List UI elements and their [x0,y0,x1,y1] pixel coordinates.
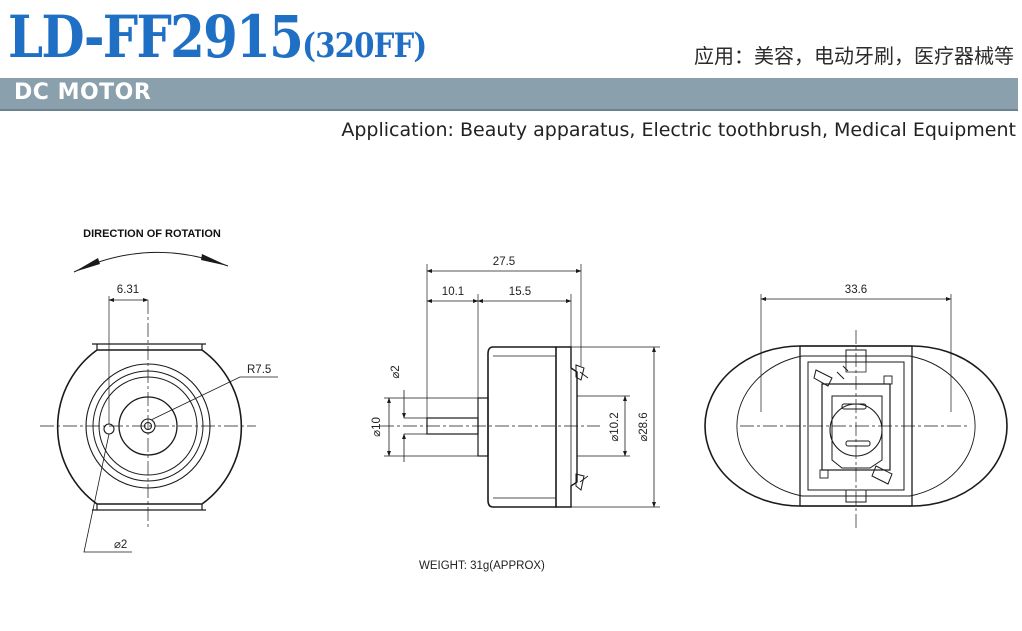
category-label: DC MOTOR [14,80,152,105]
dim-shaft-length: 10.1 [442,286,464,298]
rotation-label: DIRECTION OF ROTATION [83,228,221,240]
dim-offset: 6.31 [117,284,139,296]
dim-inner-dia: ⌀10.2 [609,412,621,441]
rear-view: 33.6 [704,284,1008,530]
model-suffix: (320FF) [302,26,427,66]
side-view: 27.5 10.1 15.5 ⌀2 ⌀10 ⌀10.2 ⌀28.6 WEIGHT… [371,256,660,572]
application-chinese: 应用：美容，电动牙刷，医疗器械等 [694,44,1014,68]
dim-radius: R7.5 [247,364,271,376]
rotation-arrow-right [201,254,228,266]
model-title: LD-FF2915(320FF) [8,2,427,81]
bearing-boss [477,397,489,457]
weight-label: WEIGHT: 31g(APPROX) [419,560,545,572]
terminal-bottom [845,440,871,447]
front-view: DIRECTION OF ROTATION 6.31 R7.5 ⌀2 [40,228,278,553]
dim-body-dia: ⌀28.6 [638,412,650,441]
motor-body [487,346,557,508]
dim-hole: ⌀2 [114,539,127,551]
dim-body-length: 15.5 [509,286,531,298]
end-cap [556,346,578,508]
terminal-top [841,403,867,410]
dim-total-length: 27.5 [493,256,515,268]
category-band: DC MOTOR [0,78,1018,111]
application-english: Application: Beauty apparatus, Electric … [341,119,1016,141]
rotation-arrow-left [74,258,100,272]
dim-shaft-dia: ⌀2 [390,365,402,378]
dim-width: 33.6 [845,284,867,296]
model-number: LD-FF2915 [8,3,304,71]
dim-boss-dia: ⌀10 [371,417,383,437]
mount-hole [103,423,115,435]
